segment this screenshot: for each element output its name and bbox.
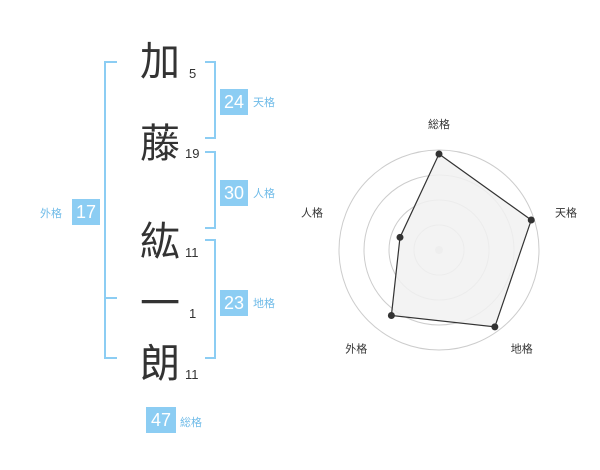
radar-point-5 bbox=[396, 233, 404, 241]
stroke-count-2: 19 bbox=[185, 146, 200, 161]
chikaku-label: 地格 bbox=[253, 297, 275, 310]
gaikaku-label: 外格 bbox=[40, 207, 62, 220]
radar-axis-label-2: 天格 bbox=[555, 205, 577, 219]
stroke-count-3: 11 bbox=[185, 245, 199, 260]
stroke-count-5: 11 bbox=[185, 367, 199, 382]
radar-point-4 bbox=[387, 312, 395, 320]
radar-grid-ring bbox=[338, 149, 540, 351]
gaikaku-value-badge: 17 bbox=[72, 199, 100, 225]
bracket-lines bbox=[104, 61, 216, 359]
stroke-count-1: 5 bbox=[189, 66, 197, 81]
bracket-jinkaku bbox=[205, 151, 216, 229]
radar-point-1 bbox=[435, 150, 443, 158]
radar-axis-label-4: 外格 bbox=[345, 342, 367, 356]
jinkaku-value-badge: 30 bbox=[220, 180, 248, 206]
radar-axis-label-1: 総格 bbox=[428, 117, 450, 131]
radar-point-3 bbox=[491, 323, 499, 331]
bracket-gaikaku bbox=[104, 61, 117, 359]
tenkaku-value-badge: 24 bbox=[220, 89, 248, 115]
radar-point-2 bbox=[527, 216, 535, 224]
bracket-chikaku bbox=[205, 239, 216, 359]
radar-data-polygon bbox=[390, 153, 532, 328]
chikaku-value-badge: 23 bbox=[220, 290, 248, 316]
jinkaku-label: 人格 bbox=[253, 187, 275, 200]
soukaku-label: 総格 bbox=[180, 416, 202, 429]
soukaku-value-badge: 47 bbox=[146, 407, 176, 433]
bracket-tenkaku bbox=[205, 61, 216, 139]
radar-axis-label-3: 地格 bbox=[511, 342, 533, 356]
radar-axis-label-5: 人格 bbox=[301, 205, 323, 219]
name-char-5: 朗 bbox=[140, 341, 180, 387]
stroke-count-4: 1 bbox=[189, 306, 197, 321]
name-char-2: 藤 bbox=[140, 121, 180, 167]
name-char-3: 紘 bbox=[140, 219, 180, 265]
tenkaku-label: 天格 bbox=[253, 96, 275, 109]
name-char-4: 一 bbox=[140, 281, 180, 327]
name-char-1: 加 bbox=[140, 39, 180, 85]
